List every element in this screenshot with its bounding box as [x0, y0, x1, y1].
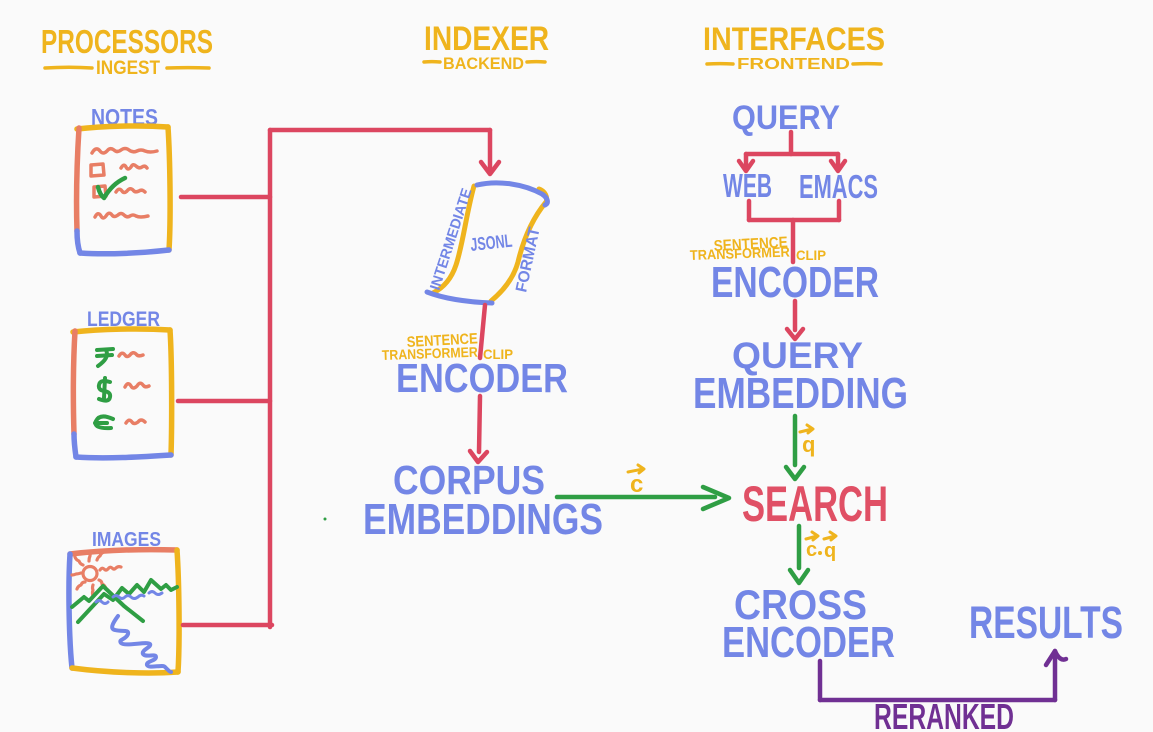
svg-text:CORPUS: CORPUS — [393, 457, 545, 503]
svg-text:BACKEND: BACKEND — [443, 54, 524, 73]
svg-text:q: q — [824, 540, 836, 562]
svg-text:INGEST: INGEST — [96, 58, 160, 79]
svg-text:CROSS: CROSS — [734, 581, 867, 628]
svg-text:CLIP: CLIP — [483, 346, 513, 362]
svg-text:IMAGES: IMAGES — [92, 529, 161, 551]
svg-text:JSONL: JSONL — [469, 230, 513, 255]
svg-text:INTERFACES: INTERFACES — [703, 21, 885, 57]
svg-text:c: c — [806, 539, 817, 561]
svg-text:SENTENCE: SENTENCE — [713, 234, 788, 255]
svg-text:ENCODER: ENCODER — [396, 355, 568, 401]
svg-text:EMBEDDINGS: EMBEDDINGS — [363, 495, 603, 544]
svg-text:SEARCH: SEARCH — [742, 476, 888, 532]
svg-text:RERANKED: RERANKED — [874, 696, 1014, 732]
svg-text:QUERY: QUERY — [732, 335, 863, 376]
svg-text:QUERY: QUERY — [732, 99, 840, 137]
svg-text:PROCESSORS: PROCESSORS — [41, 23, 213, 60]
svg-text:FRONTEND: FRONTEND — [737, 56, 850, 73]
svg-text:EMBEDDING: EMBEDDING — [693, 369, 908, 418]
svg-text:RESULTS: RESULTS — [969, 597, 1123, 648]
svg-text:TRANSFORMER: TRANSFORMER — [382, 344, 478, 363]
svg-text:WEB: WEB — [723, 167, 772, 204]
svg-text:TRANSFORMER: TRANSFORMER — [690, 244, 790, 263]
svg-text:ENCODER: ENCODER — [722, 618, 895, 667]
svg-text:CLIP: CLIP — [796, 247, 826, 263]
svg-text:c: c — [630, 471, 643, 498]
svg-text:INDEXER: INDEXER — [424, 20, 549, 58]
svg-text:SENTENCE: SENTENCE — [406, 330, 478, 351]
svg-text:q: q — [802, 432, 815, 457]
svg-text:LEDGER: LEDGER — [87, 308, 160, 331]
